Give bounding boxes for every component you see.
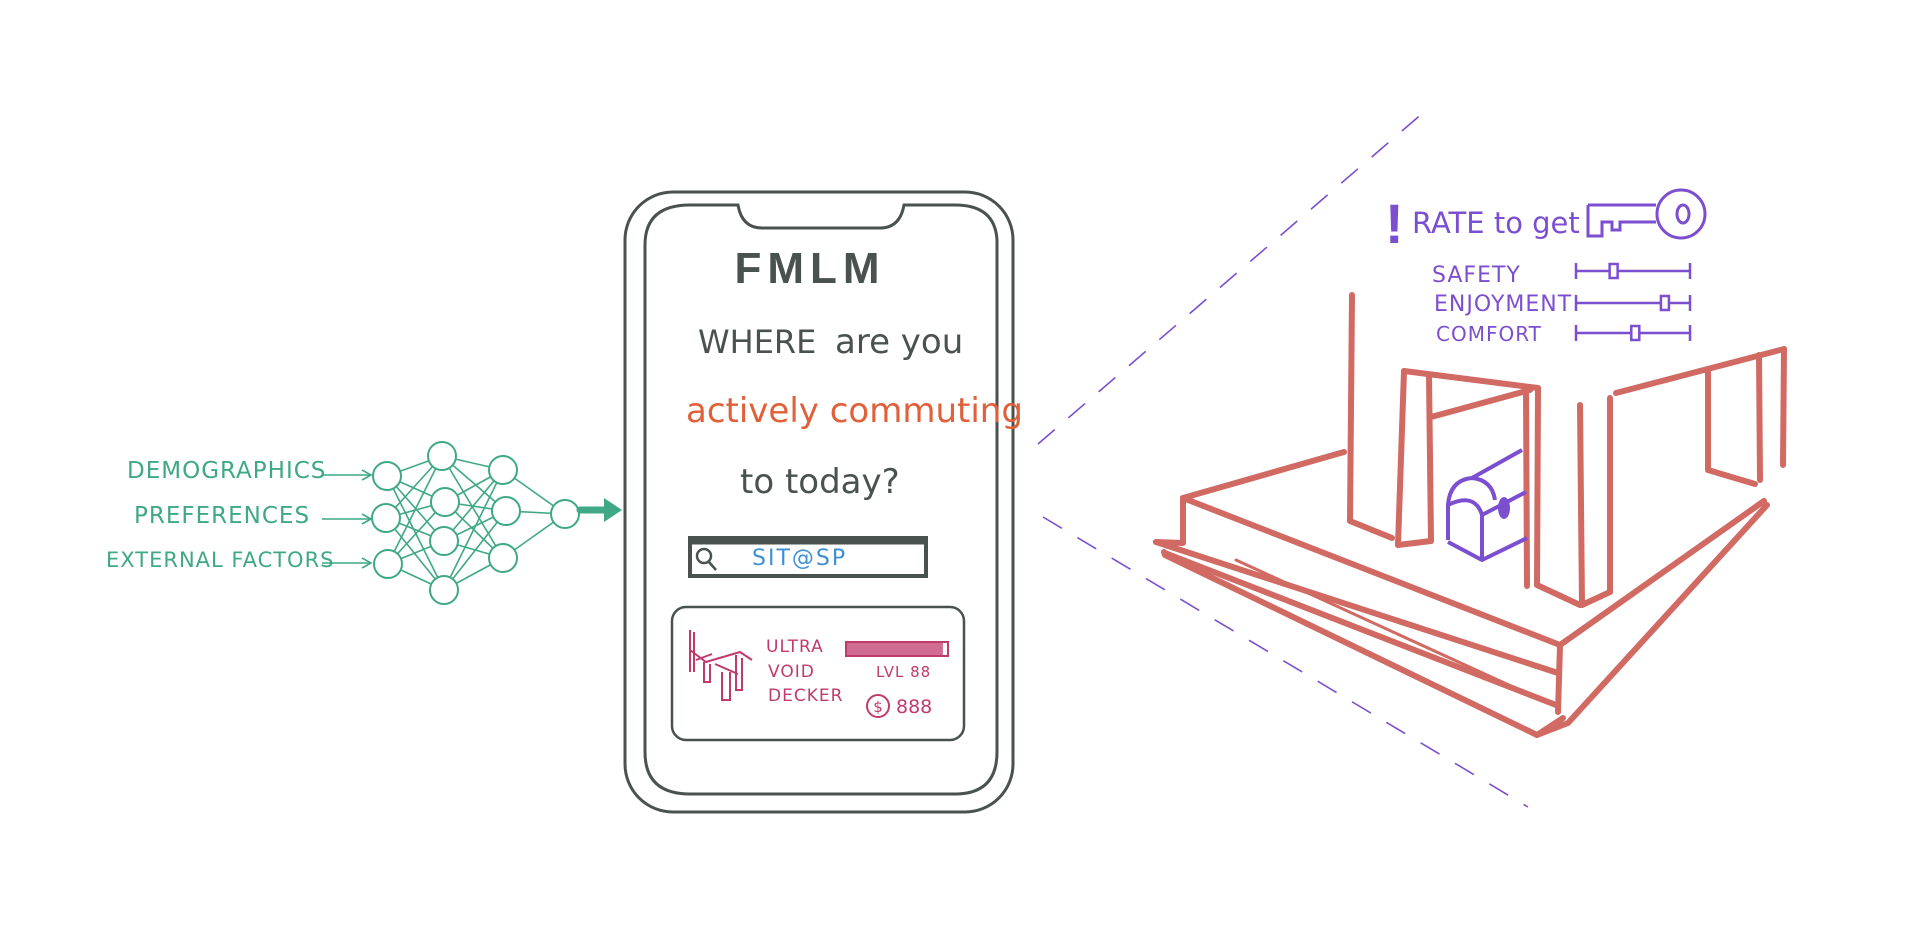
nn-edge	[443, 469, 504, 591]
rating-prompt: RATE to get	[1412, 206, 1580, 240]
search-icon	[695, 547, 717, 571]
question-line1-rest: are you	[835, 322, 963, 362]
input-label-external-factors: EXTERNAL FACTORS	[106, 548, 335, 572]
slider-handle[interactable]	[1659, 294, 1671, 312]
nn-edge	[443, 510, 507, 591]
card-name-line3: DECKER	[768, 686, 843, 706]
void-deck-building	[1153, 292, 1787, 738]
alert-icon: !	[1385, 192, 1404, 255]
app-title: FMLM	[734, 244, 885, 293]
question-word-where: WHERE	[698, 323, 816, 361]
nn-node	[488, 543, 518, 573]
card-name-line1: ULTRA	[766, 637, 824, 657]
slider-handle[interactable]	[1630, 324, 1641, 342]
rating-sliders: SAFETY ENJOYMENT COMFORT	[1432, 262, 1692, 346]
nn-edge	[443, 469, 504, 542]
projection-lines	[1037, 111, 1529, 808]
level-label: LVL 88	[876, 663, 931, 681]
svg-text:!: !	[1385, 192, 1404, 255]
phone	[623, 190, 1015, 814]
profile-card: ULTRA VOID DECKER LVL 88 $ 888	[670, 605, 966, 742]
void-deck-icon	[689, 630, 753, 701]
slider-label-safety: SAFETY	[1432, 263, 1521, 288]
slider-comfort[interactable]: COMFORT	[1436, 322, 1692, 346]
nn-edge	[385, 517, 445, 591]
input-label-preferences: PREFERENCES	[134, 503, 310, 529]
input-arrows	[322, 469, 373, 569]
nn-node	[427, 441, 457, 471]
input-labels: DEMOGRAPHICS PREFERENCES EXTERNAL FACTOR…	[106, 458, 335, 572]
nn-node	[371, 503, 401, 533]
input-label-demographics: DEMOGRAPHICS	[127, 458, 326, 484]
nn-node	[491, 496, 521, 526]
nn-node	[550, 499, 580, 529]
arrow-right-icon	[576, 498, 622, 522]
nn-node	[430, 487, 460, 517]
key-icon	[1586, 188, 1707, 240]
nn-node	[429, 526, 459, 556]
nn-edge	[387, 455, 443, 565]
slider-label-comfort: COMFORT	[1436, 322, 1542, 346]
search-input-value[interactable]: SIT@SP	[752, 546, 847, 571]
question-line3: to today?	[740, 462, 900, 502]
rating-panel: ! RATE to get SAFETY ENJOYMENT COMFORT	[1385, 188, 1707, 346]
coin-count: 888	[896, 696, 932, 718]
slider-enjoyment[interactable]: ENJOYMENT	[1434, 292, 1692, 317]
phone-inner-screen	[643, 203, 999, 796]
neural-network-icon	[371, 441, 580, 605]
slider-safety[interactable]: SAFETY	[1432, 262, 1692, 288]
question-line2: actively commuting	[686, 391, 1023, 431]
nn-node	[488, 455, 518, 485]
level-progress-bar	[845, 641, 949, 657]
treasure-chest-icon	[1446, 448, 1528, 562]
slider-label-enjoyment: ENJOYMENT	[1434, 292, 1572, 317]
slider-handle[interactable]	[1608, 262, 1619, 280]
card-name: ULTRA VOID DECKER	[766, 637, 843, 706]
nn-node	[372, 461, 402, 491]
destination-search-box[interactable]: SIT@SP	[688, 536, 928, 578]
commute-question: WHERE are you actively commuting to toda…	[686, 322, 1023, 502]
coin-icon: $	[866, 694, 890, 718]
nn-node	[429, 575, 459, 605]
nn-node	[373, 549, 403, 579]
card-name-line2: VOID	[768, 662, 815, 682]
svg-text:$: $	[873, 698, 883, 716]
phone-outer-frame	[623, 190, 1015, 814]
